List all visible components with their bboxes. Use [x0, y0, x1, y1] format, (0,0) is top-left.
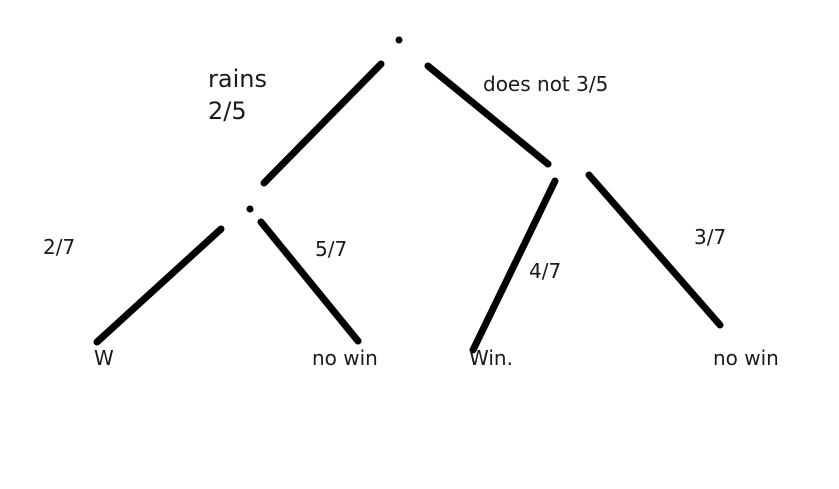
- outcome-rains-win: W: [94, 346, 114, 370]
- rains-probability: 2/5: [208, 97, 247, 125]
- rains-node: [246, 205, 254, 213]
- probability-dry-no-win: 3/7: [694, 225, 727, 249]
- does-not-label: does not 3/5: [483, 72, 609, 96]
- rains-label: rains: [208, 65, 267, 93]
- probability-rains-no-win: 5/7: [315, 237, 348, 261]
- branch-rains: [260, 60, 385, 187]
- branch-rains-win: [93, 225, 225, 346]
- branch-rains-no-win: [257, 218, 362, 345]
- outcome-dry-no-win: no win: [713, 346, 779, 370]
- branch-dry-no-win: [585, 171, 724, 329]
- branch-does-not: [424, 62, 552, 168]
- outcome-rains-no-win: no win: [312, 346, 378, 370]
- probability-rains-win: 2/7: [43, 235, 76, 259]
- outcome-dry-win: Win.: [469, 346, 513, 370]
- root-node: [395, 36, 403, 44]
- branch-dry-win: [469, 177, 559, 354]
- probability-dry-win: 4/7: [529, 259, 562, 283]
